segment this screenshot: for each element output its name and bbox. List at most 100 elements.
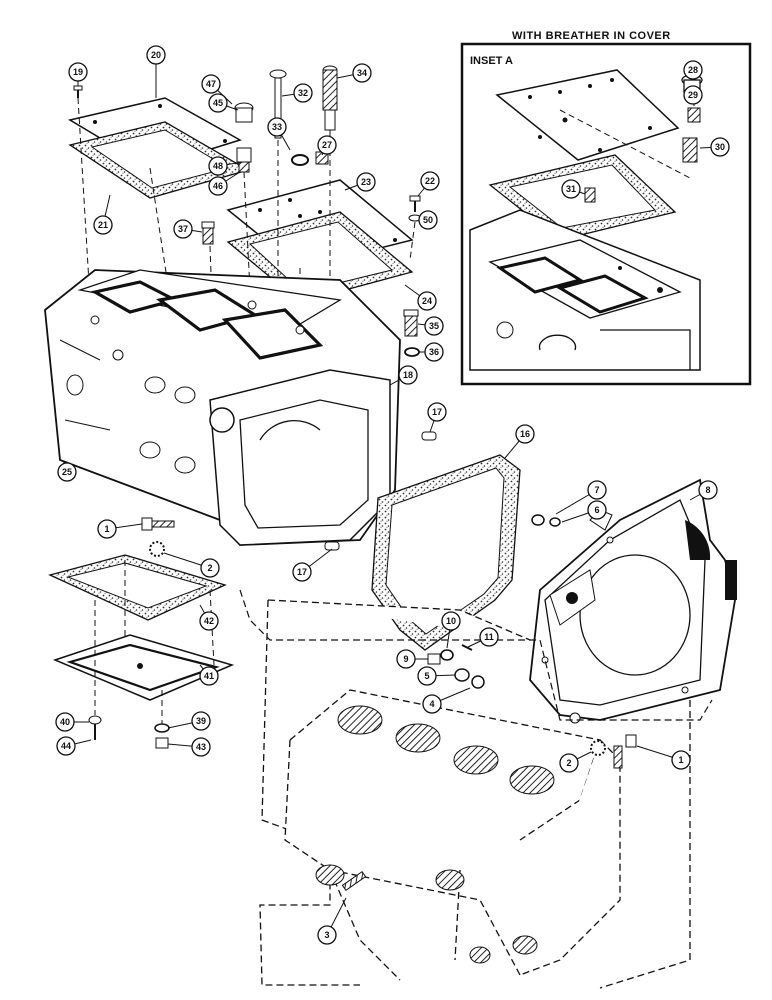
part-callout-39: 39 <box>167 711 211 731</box>
part-callout-number: 5 <box>424 671 429 681</box>
part-callout-2: 2 <box>163 552 220 578</box>
part-callout-22: 22 <box>417 171 440 197</box>
dipstick <box>269 69 287 139</box>
part-callout-18: 18 <box>389 365 418 386</box>
part-callout-number: 17 <box>297 567 307 577</box>
part-callout-number: 34 <box>357 68 367 78</box>
part-callout-circle <box>68 62 88 82</box>
part-callout-number: 43 <box>196 742 206 752</box>
part-callout-number: 19 <box>73 67 83 77</box>
part-callout-circle <box>418 210 438 230</box>
part-callout-7: 7 <box>555 480 607 515</box>
part-callout-circle <box>417 291 437 311</box>
part-callout-circle <box>587 480 607 500</box>
part-callout-34: 34 <box>336 63 372 83</box>
part-callout-circle <box>199 611 219 631</box>
part-callout-circle <box>146 45 166 65</box>
part-callout-number: 18 <box>403 370 413 380</box>
part-callout-number: 35 <box>429 321 439 331</box>
part-callout-circle <box>587 500 607 520</box>
part-callout-circle <box>173 219 193 239</box>
part-callout-circle <box>200 558 220 578</box>
part-callout-11: 11 <box>467 627 499 648</box>
part-callout-number: 20 <box>151 50 161 60</box>
part-callout-number: 4 <box>429 699 434 709</box>
part-callout-6: 6 <box>561 500 607 523</box>
part-callout-circle <box>267 117 287 137</box>
part-callout-40: 40 <box>55 712 89 732</box>
part-callout-number: 9 <box>403 654 408 664</box>
part-callout-21: 21 <box>93 194 113 235</box>
inset-callout-number: 29 <box>688 90 698 100</box>
part-callout-circle <box>427 402 447 422</box>
part-callout-43: 43 <box>167 737 211 757</box>
inset-callout-number: 30 <box>715 142 725 152</box>
inset-callout-28: 28 <box>683 60 703 80</box>
part-callout-number: 23 <box>361 177 371 187</box>
part-callout-circle <box>208 176 228 196</box>
part-callout-9: 9 <box>396 649 428 669</box>
cylinder-bores <box>315 705 555 964</box>
part-callout-number: 39 <box>196 716 206 726</box>
plug-37 <box>201 221 215 245</box>
part-callout-19: 19 <box>68 62 88 86</box>
part-callout-25: 25 <box>57 462 77 482</box>
part-callout-number: 10 <box>446 616 456 626</box>
part-callout-circle <box>56 736 76 756</box>
part-callout-number: 48 <box>213 161 223 171</box>
part-callout-number: 17 <box>432 407 442 417</box>
part-callout-5: 5 <box>417 666 456 686</box>
part-callout-46: 46 <box>208 171 241 196</box>
part-callout-42: 42 <box>199 604 219 631</box>
part-callout-number: 50 <box>423 215 433 225</box>
inset-callout-circle <box>710 137 730 157</box>
pan-alignment-lines <box>94 560 215 724</box>
part-callout-number: 2 <box>566 758 571 768</box>
washer-33 <box>291 154 309 166</box>
inset-a <box>460 42 752 386</box>
part-callout-circle <box>191 737 211 757</box>
inset-callout-circle <box>561 179 581 199</box>
part-callout-35: 35 <box>417 316 444 336</box>
part-callout-circle <box>396 649 416 669</box>
part-callout-number: 21 <box>98 220 108 230</box>
part-callout-number: 41 <box>204 671 214 681</box>
flywheel-housing-8 <box>529 478 737 724</box>
part-callout-36: 36 <box>419 342 444 362</box>
part-callout-10: 10 <box>441 611 461 649</box>
inset-cover-plate <box>495 69 680 161</box>
part-callout-circle <box>441 611 461 631</box>
part-callout-circle <box>671 750 691 770</box>
inset-callout-number: 28 <box>688 65 698 75</box>
inset-header: WITH BREATHER IN COVER <box>512 30 671 42</box>
part-callout-number: 45 <box>213 98 223 108</box>
inset-label: INSET A <box>470 55 513 67</box>
dowel-17-upper <box>421 431 437 441</box>
bolt-19 <box>73 85 83 98</box>
part-callout-number: 37 <box>178 224 188 234</box>
valve-34 <box>322 65 338 131</box>
part-callout-number: 40 <box>60 717 70 727</box>
capscrew-1-top <box>141 517 175 531</box>
part-callout-24: 24 <box>404 284 437 311</box>
inset-housing <box>469 209 701 371</box>
part-callout-circle <box>398 365 418 385</box>
drain-plug-43-washer-44 <box>154 723 170 749</box>
part-callout-number: 1 <box>104 524 109 534</box>
part-callout-circle <box>479 627 499 647</box>
part-callout-circle <box>420 171 440 191</box>
lockwasher-2-top <box>149 541 165 557</box>
part-callout-circle <box>417 666 437 686</box>
small-parts-group <box>427 644 485 689</box>
capscrew-1-bottom <box>613 734 637 769</box>
part-callout-32: 32 <box>281 83 313 103</box>
inset-breather-stem <box>682 137 698 163</box>
part-callout-33: 33 <box>267 117 291 151</box>
part-callout-2: 2 <box>559 751 592 773</box>
part-callout-23: 23 <box>344 172 376 192</box>
part-callout-circle <box>698 480 718 500</box>
inset-callout-circle <box>683 60 703 80</box>
part-callout-circle <box>424 342 444 362</box>
lockwasher-6-nut-7 <box>531 514 561 527</box>
part-callout-4: 4 <box>422 687 471 714</box>
